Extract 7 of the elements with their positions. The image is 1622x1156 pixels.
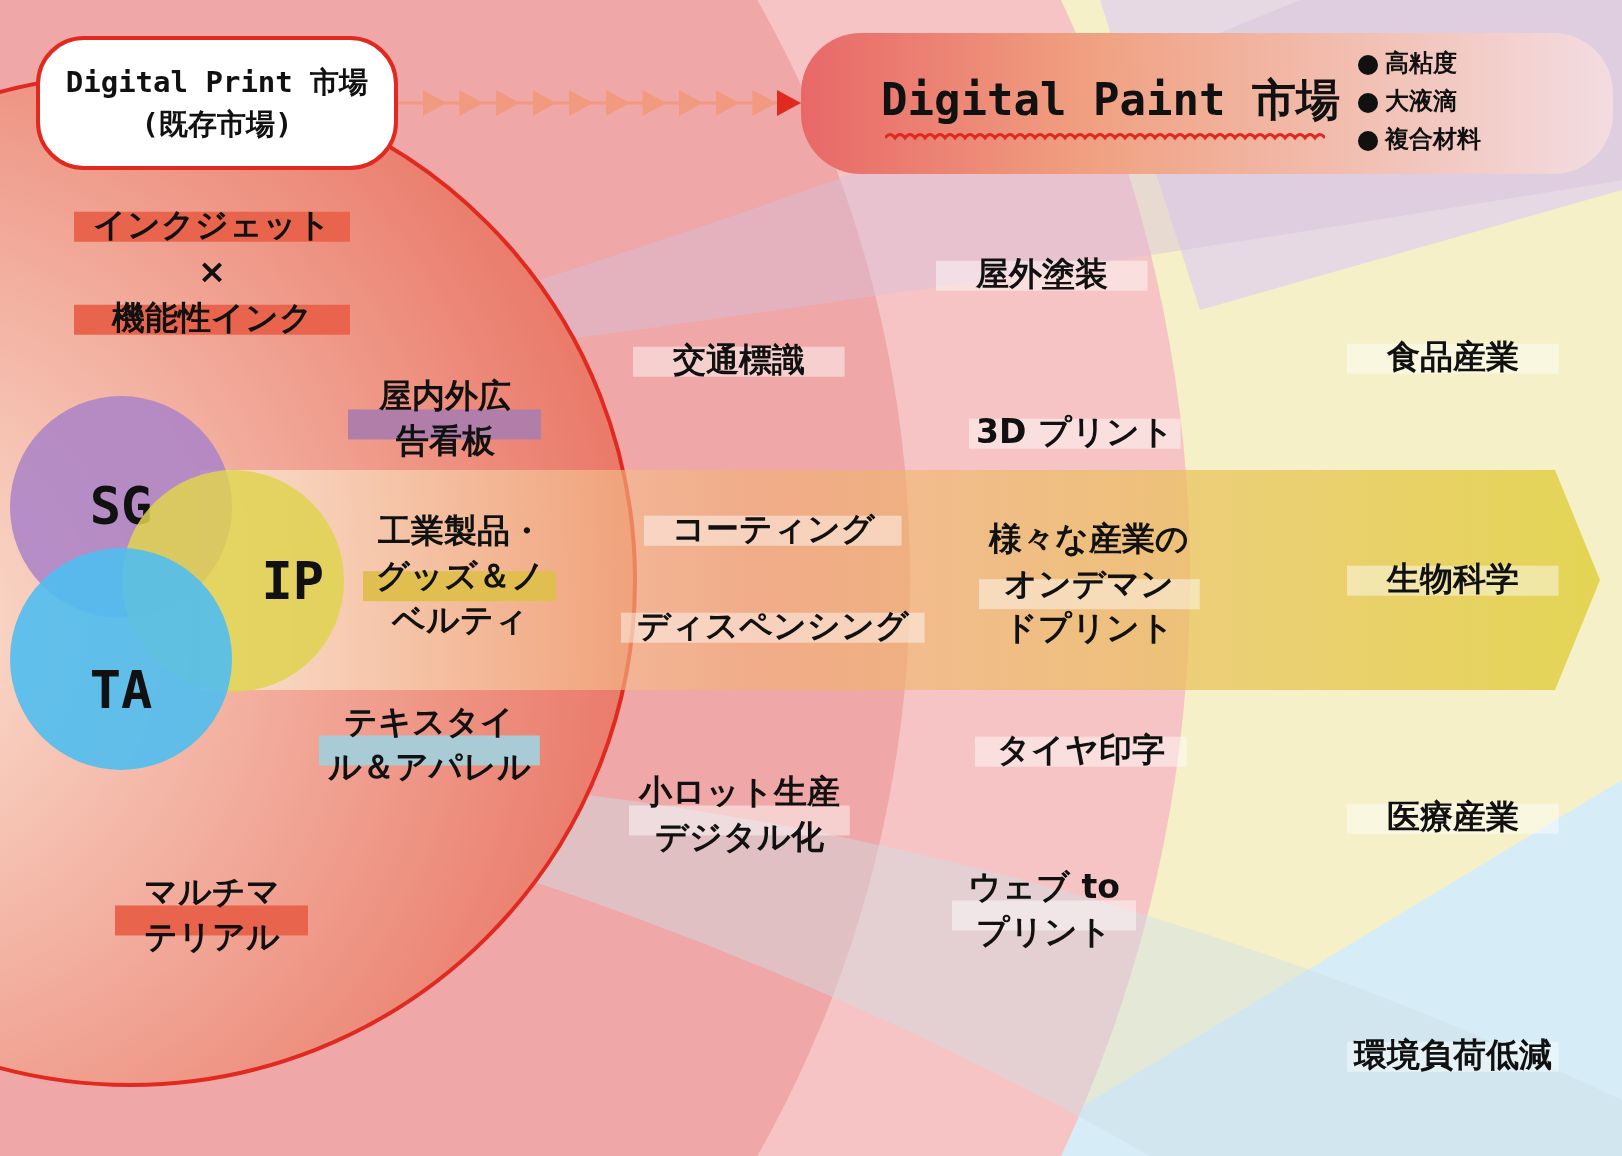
banner-title: Digital Paint 市場	[881, 73, 1340, 127]
property-text: 高粘度	[1385, 48, 1457, 79]
property-text: 大液滴	[1385, 86, 1457, 117]
property-text: 複合材料	[1385, 124, 1481, 155]
chevron-arrow	[398, 90, 801, 116]
speech-bubble: Digital Print 市場 (既存市場)	[36, 36, 398, 170]
multiply-sign: ×	[197, 251, 227, 291]
